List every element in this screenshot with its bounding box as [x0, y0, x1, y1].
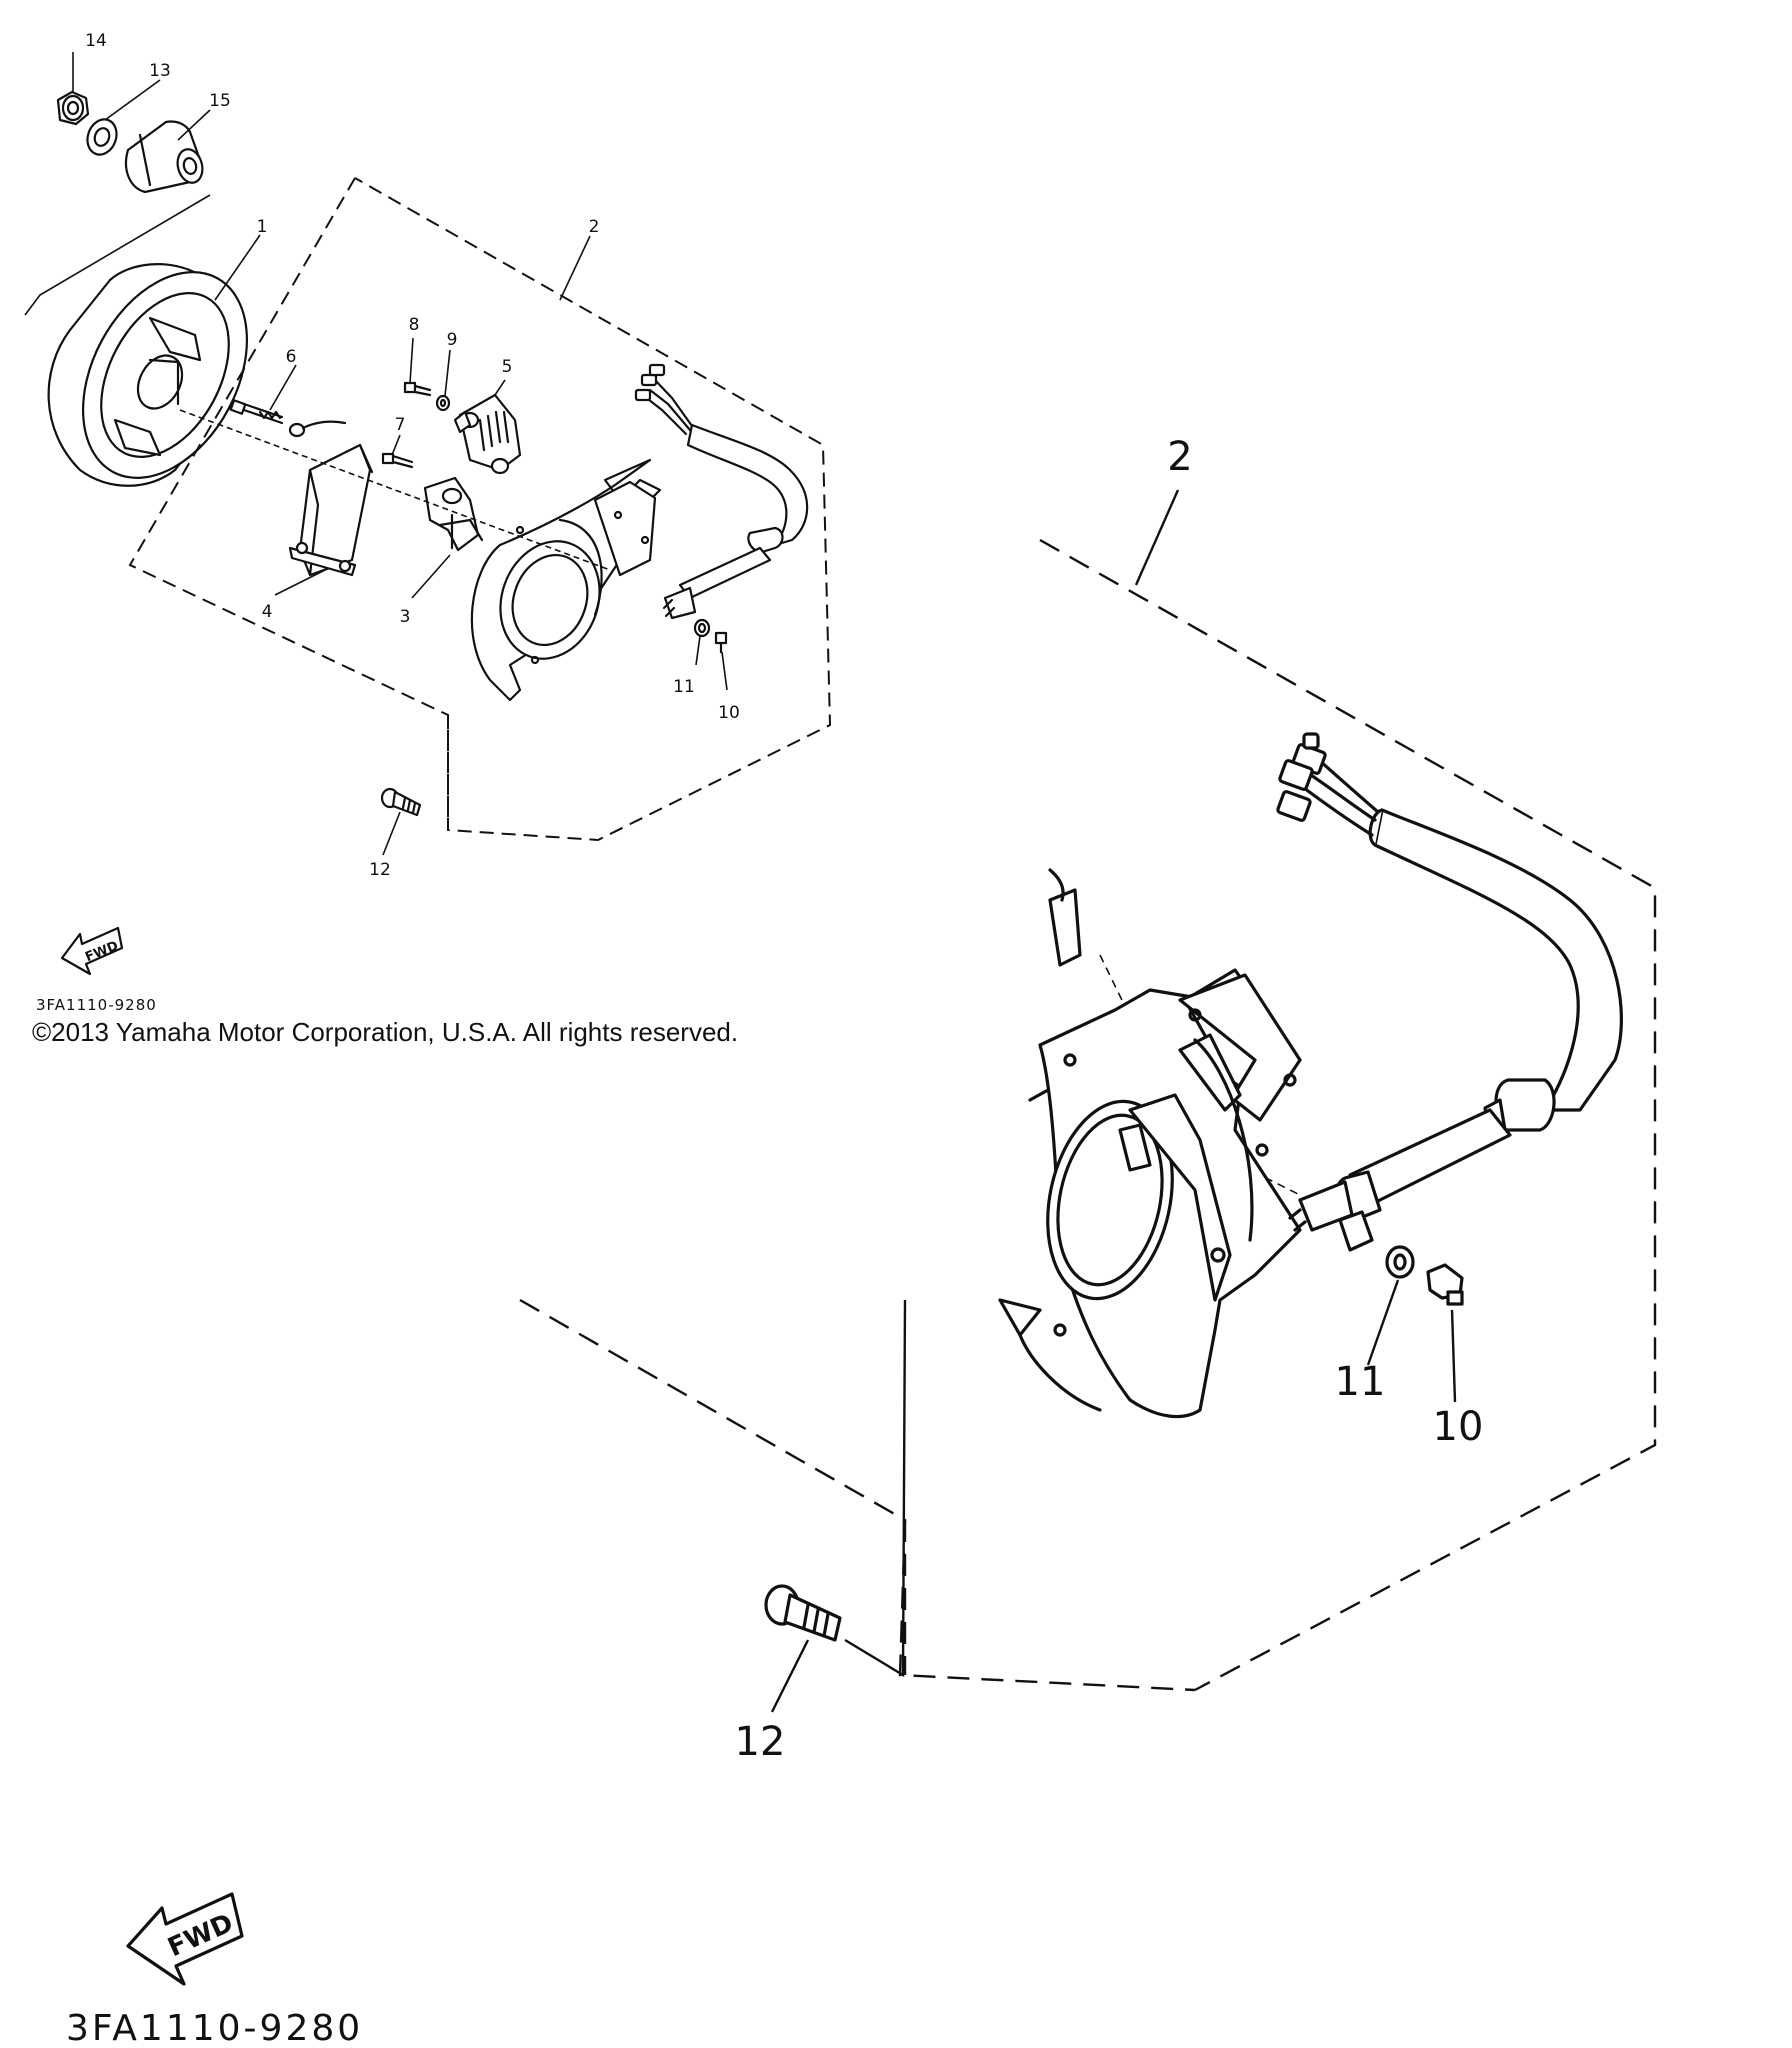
- part-3-pulser-coil: [423, 476, 484, 552]
- part-9-washer: [435, 394, 451, 412]
- assembly-2-boundary: [128, 177, 832, 842]
- diagram-code-small: 3FA1110-9280: [36, 996, 157, 1014]
- part-4-source-coil: [288, 443, 374, 577]
- part-6-screw: [229, 399, 284, 425]
- part-12-bolt: [380, 787, 422, 817]
- overview-callout-13: 13: [149, 61, 171, 81]
- fwd-arrow-small: FWD: [60, 926, 124, 976]
- part-1-flywheel: [47, 263, 249, 487]
- copyright-notice: ©2013 Yamaha Motor Corporation, U.S.A. A…: [32, 1017, 739, 1047]
- detail-callout-2: 2: [1167, 434, 1192, 480]
- detail-diagram: 2 11 10 12 FWD 3FA1110-9280: [66, 434, 1657, 2048]
- part-7-screw: [381, 452, 414, 469]
- overview-callout-14: 14: [85, 31, 107, 51]
- stator-base-plate: [470, 458, 662, 702]
- overview-callout-1: 1: [257, 217, 268, 237]
- ground-lead-wire: [288, 420, 347, 438]
- fwd-arrow-large: FWD: [126, 1892, 244, 1986]
- overview-callout-12: 12: [369, 860, 391, 880]
- detail-part-10-screw: [1426, 1263, 1464, 1306]
- part-11-washer: [693, 618, 711, 638]
- overview-callout-8: 8: [409, 315, 420, 335]
- overview-callout-9: 9: [447, 330, 458, 350]
- diagram-code-large: 3FA1110-9280: [66, 2008, 363, 2048]
- part-13-washer: [86, 118, 118, 156]
- overview-callout-5: 5: [502, 357, 513, 377]
- detail-callout-11: 11: [1335, 1359, 1386, 1405]
- overview-diagram: 14 13 15 1 2 8 9 5 6 7 4 3 11 10 12 FWD …: [24, 31, 832, 1014]
- detail-wire-harness: [1276, 732, 1623, 1252]
- detail-assembly-2-boundary: [1039, 538, 1657, 1692]
- part-14-nut: [56, 90, 90, 126]
- part-8-screw: [403, 381, 432, 397]
- detail-callout-10: 10: [1433, 1404, 1484, 1450]
- overview-callout-2: 2: [589, 217, 600, 237]
- detail-callout-12: 12: [735, 1719, 786, 1765]
- overview-callout-6: 6: [286, 347, 297, 367]
- part-10-screw: [714, 631, 728, 654]
- part-15-collar: [124, 120, 204, 194]
- detail-part-12-bolt: [764, 1584, 842, 1642]
- detail-part-11-washer: [1385, 1245, 1415, 1279]
- detail-stator-plate: [998, 868, 1302, 1419]
- overview-callout-10: 10: [718, 703, 740, 723]
- overview-callout-7: 7: [395, 415, 406, 435]
- overview-callout-4: 4: [262, 602, 273, 622]
- overview-callout-3: 3: [400, 607, 411, 627]
- overview-callout-11: 11: [673, 677, 695, 697]
- overview-callout-15: 15: [209, 91, 231, 111]
- part-5-charge-coil: [453, 393, 522, 475]
- wire-harness: [634, 363, 809, 620]
